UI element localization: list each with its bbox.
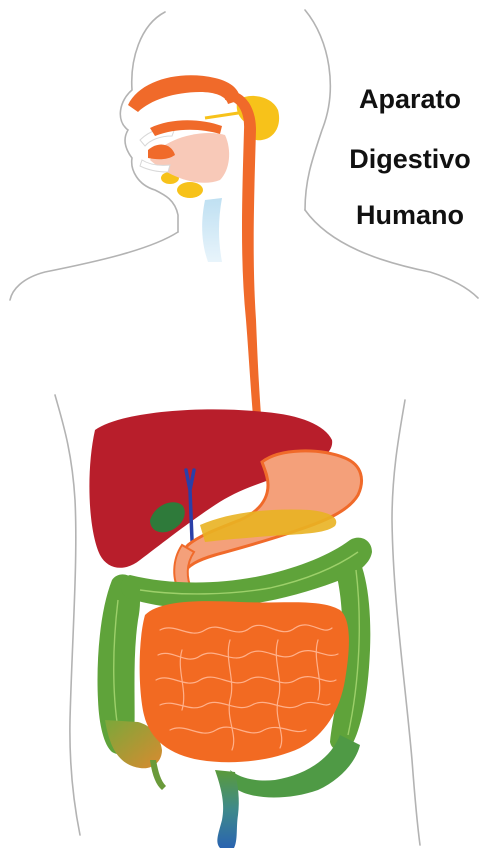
rectum: [215, 770, 239, 848]
title-line-1: Aparato: [359, 84, 461, 114]
small-intestine: [140, 601, 349, 762]
title-line-3: Humano: [356, 200, 464, 230]
title-line-2: Digestivo: [349, 144, 471, 174]
trachea: [202, 198, 222, 262]
appendix-tip: [150, 760, 166, 790]
diagram-title: Aparato Digestivo Humano: [349, 84, 471, 230]
